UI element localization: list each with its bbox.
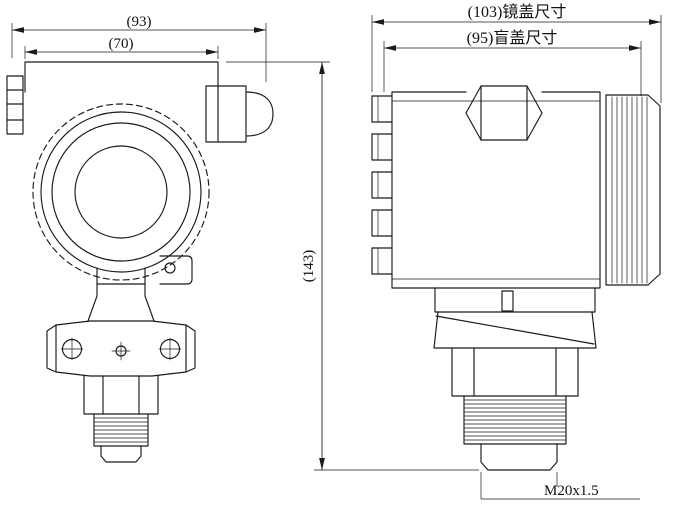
- dim-95-label: (95)盲盖尺寸: [467, 29, 558, 47]
- cable-gland: [205, 85, 274, 143]
- lens-cover-ribs: [611, 96, 648, 284]
- knurled-ring: [32, 103, 210, 281]
- dim-93-label: (93): [127, 14, 152, 30]
- thread-lines: [93, 417, 149, 443]
- dim-93-extension-lines: [11, 23, 267, 82]
- mounting-bracket: [46, 320, 196, 377]
- front-view: [6, 61, 274, 463]
- dim-overall-height: (143): [226, 61, 479, 471]
- side-neck: [434, 287, 596, 313]
- dim-front-inner-width: (70): [24, 36, 219, 59]
- side-thread-tip: [480, 443, 558, 471]
- hole-centerlines: [60, 337, 182, 361]
- top-hex-plug: [465, 85, 543, 141]
- neck: [87, 267, 155, 322]
- dim-103-label: (103)镜盖尺寸: [468, 2, 567, 21]
- vent-tab: [501, 290, 514, 312]
- dim-70-label: (70): [109, 36, 134, 52]
- dim-143-extension-lines: [226, 61, 479, 471]
- body-seams: [391, 100, 601, 280]
- thread-tip: [100, 445, 142, 463]
- cover-lock-screw: [164, 262, 176, 274]
- side-view: [371, 85, 661, 471]
- dim-lens-cover-width: (103)镜盖尺寸: [371, 2, 662, 103]
- dim-103-extension-lines: [371, 15, 662, 103]
- side-thread-lines: [463, 399, 567, 441]
- bezel-inner-circle: [51, 122, 191, 262]
- lens-cover: [605, 94, 661, 286]
- dim-thread-spec: M20x1.5: [480, 472, 640, 500]
- side-bracket: [433, 311, 597, 349]
- side-hex-nut: [451, 347, 579, 397]
- dim-95-extension-lines: [383, 41, 642, 96]
- housing-cap: [24, 61, 219, 93]
- side-body: [391, 91, 601, 289]
- dimensions: (93) (70) (103)镜盖尺寸 (95)盲盖尺寸 (143): [11, 2, 662, 500]
- hex-adapter: [83, 375, 159, 415]
- dim-front-outer-width: (93): [11, 14, 267, 82]
- dim-blind-cover-width: (95)盲盖尺寸: [383, 29, 642, 96]
- terminal-block: [6, 75, 24, 135]
- m20-label: M20x1.5: [544, 483, 599, 499]
- display-window-circle: [74, 145, 168, 239]
- bezel-outer-circle: [40, 111, 202, 273]
- cover-lock-tab: [159, 255, 193, 285]
- cooling-fins: [371, 95, 393, 275]
- dim-143-label: (143): [301, 250, 317, 283]
- m20-extension-lines: [480, 472, 640, 500]
